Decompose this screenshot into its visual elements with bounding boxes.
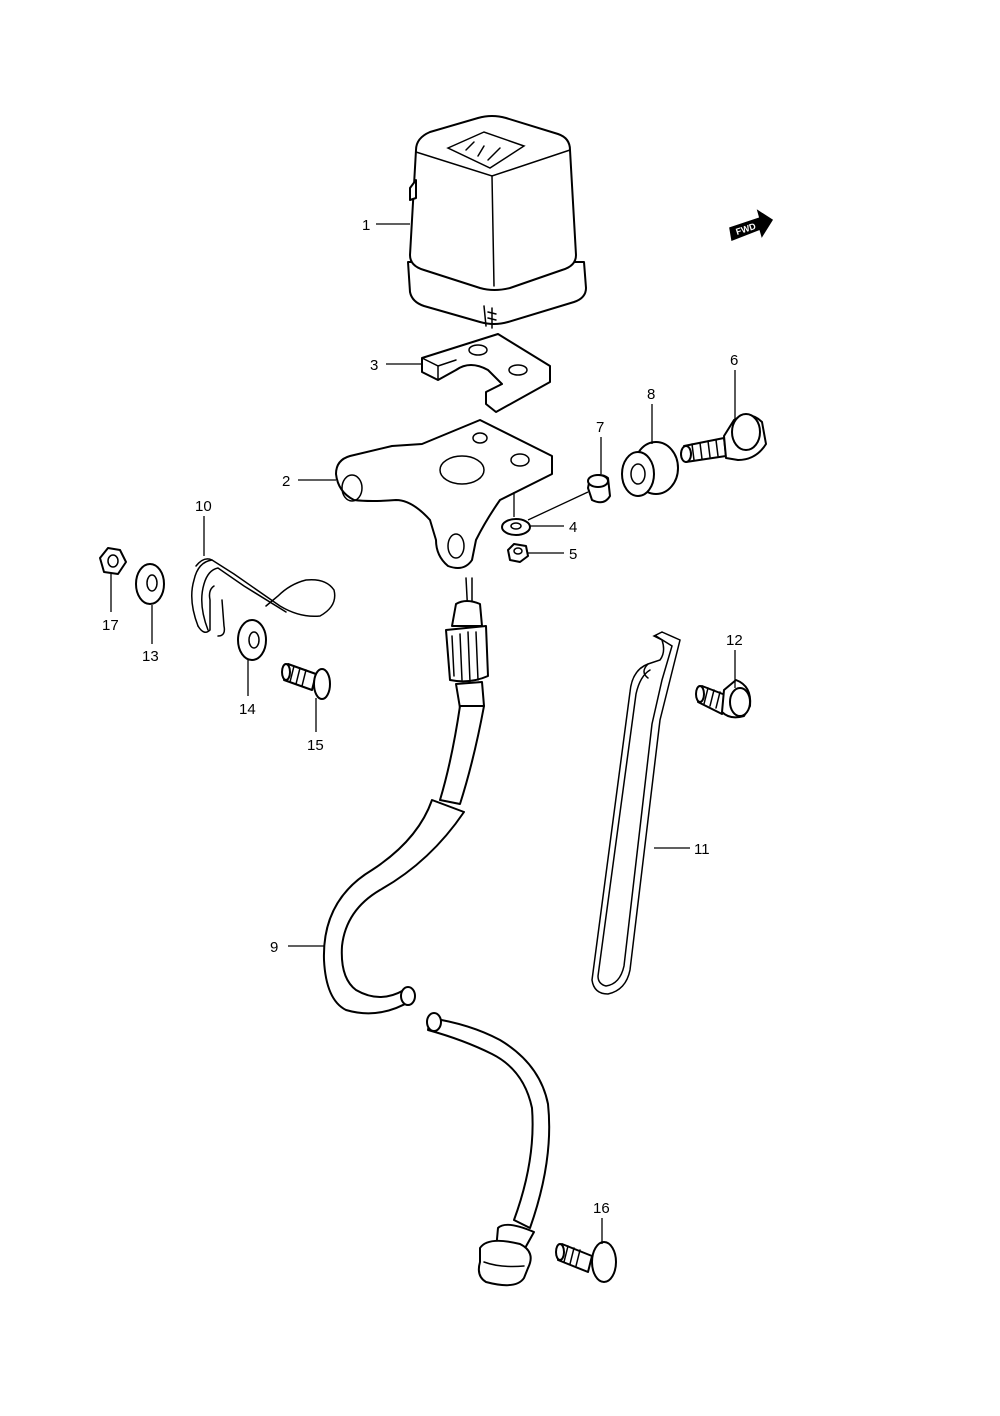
washer-13: [135, 563, 165, 605]
wire-clip: [191, 558, 336, 637]
callout-8: 8: [647, 386, 655, 403]
callout-17: 17: [102, 617, 119, 634]
washer-14: [237, 619, 267, 661]
callouts: 1 2 3 4 5 6 7 8 9 10 11 12 13 14 15 16 1…: [102, 217, 743, 1217]
screw-15: [281, 663, 331, 700]
callout-10: 10: [195, 498, 212, 515]
fwd-arrow-badge: FWD: [729, 209, 774, 242]
clamp-plate: [421, 333, 551, 413]
callout-15: 15: [307, 737, 324, 754]
callout-6: 6: [730, 352, 738, 369]
rubber-grommet: [621, 441, 679, 497]
callout-13: 13: [142, 648, 159, 665]
callout-16: 16: [593, 1200, 610, 1217]
bolt-12: [695, 679, 752, 719]
nut-5: [507, 543, 529, 563]
flange-bolt: [680, 413, 767, 463]
nut-17: [99, 547, 127, 575]
mounting-bracket: [335, 419, 553, 569]
gauge-housing: [407, 115, 587, 329]
callout-1: 1: [362, 217, 370, 234]
screw-16: [555, 1241, 617, 1283]
callout-14: 14: [239, 701, 256, 718]
speedometer-hose: [322, 577, 551, 1287]
spacer-sleeve: [587, 474, 611, 504]
leader-lines: [110, 223, 736, 1244]
callout-12: 12: [726, 632, 743, 649]
callout-7: 7: [596, 419, 604, 436]
callout-4: 4: [569, 519, 577, 536]
long-wire-clip: [591, 631, 681, 995]
callout-5: 5: [569, 546, 577, 563]
callout-3: 3: [370, 357, 378, 374]
callout-11: 11: [694, 841, 710, 858]
callout-2: 2: [282, 473, 290, 490]
callout-9: 9: [270, 939, 278, 956]
washer-4: [501, 518, 531, 536]
